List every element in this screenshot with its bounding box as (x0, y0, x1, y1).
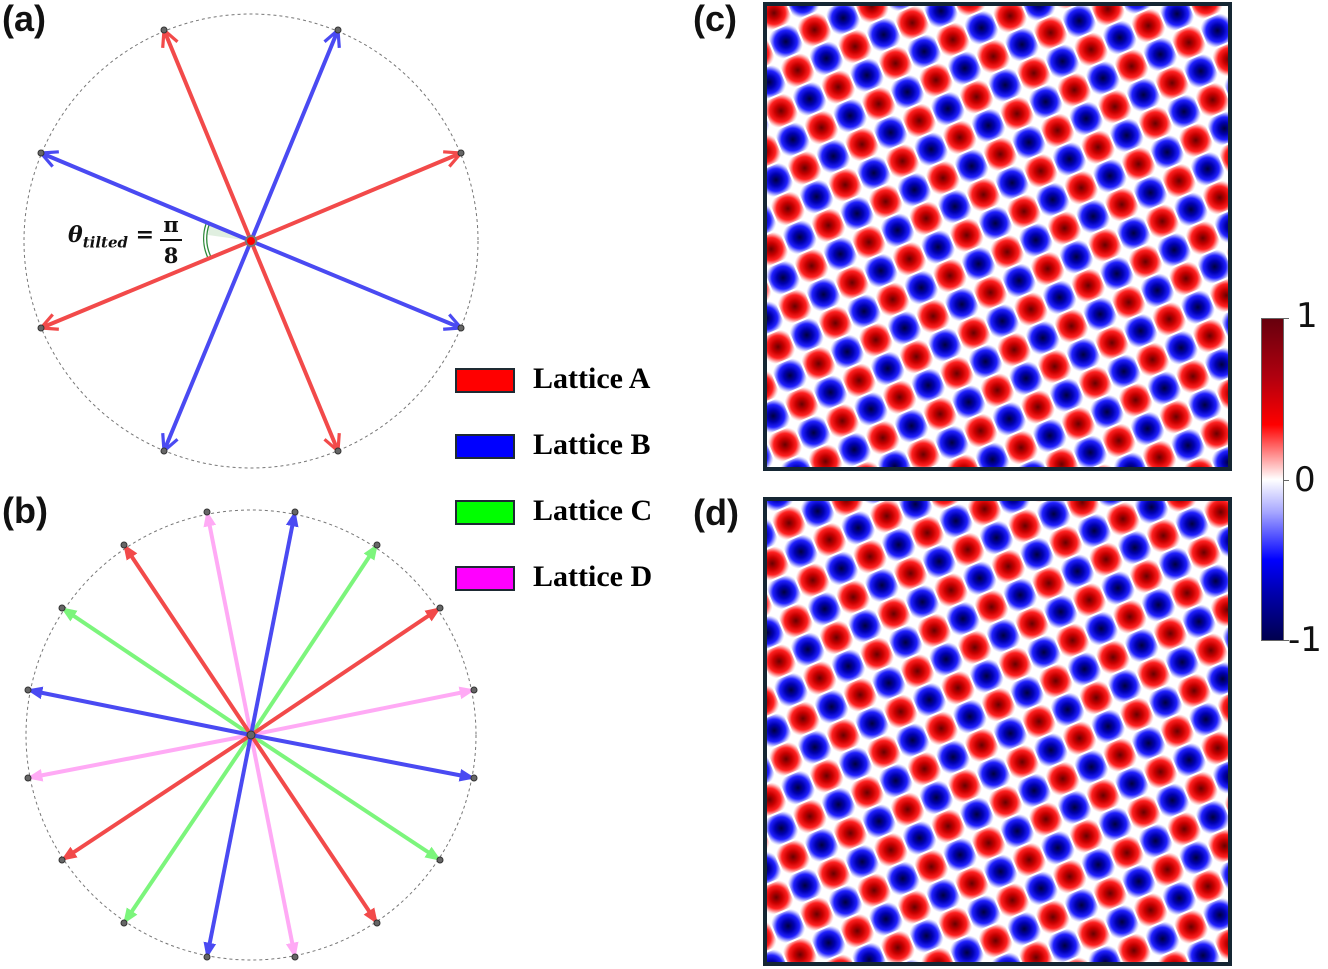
colorbar-tick-max: 1 (1296, 296, 1318, 336)
swatch-lattice-d (455, 566, 515, 591)
lattice-a-vectors (41, 30, 461, 451)
legend-label: Lattice D (533, 560, 653, 593)
swatch-lattice-a (455, 368, 515, 393)
colorbar (1261, 318, 1284, 641)
unit-circle (23, 13, 479, 469)
lattice-b-vectors (41, 30, 461, 451)
panel-label-d: (d) (693, 492, 739, 533)
endpoint-dots (37, 26, 465, 455)
checkerboard-pattern (767, 6, 1228, 467)
panel-label-c: (c) (693, 0, 737, 39)
origin-dot (246, 730, 256, 740)
legend-label: Lattice C (533, 494, 653, 527)
panel-label-a: (a) (2, 0, 46, 39)
legend-label: Lattice B (533, 428, 651, 461)
lattice-c-vectors (60, 543, 442, 925)
endpoint-dots (24, 508, 478, 961)
checkerboard-pattern (767, 501, 1228, 962)
colorbar-tick-mark (1284, 318, 1289, 319)
swatch-lattice-b (455, 434, 515, 459)
legend-label: Lattice A (533, 362, 651, 395)
panel-label-b: (b) (2, 490, 48, 531)
colorbar-tick-mark (1284, 640, 1289, 641)
lattice-b-vectors (26, 510, 476, 959)
theta-symbol: θ (68, 222, 83, 248)
tilt-angle-label: θtilted = (68, 222, 154, 251)
unit-circle (25, 509, 477, 961)
panel-b-diagram (24, 508, 478, 961)
theta-subscript: tilted (82, 233, 128, 252)
fraction-denominator: 8 (163, 243, 179, 268)
field-plot-c (763, 2, 1232, 471)
tilt-angle-fraction: π 8 (160, 212, 182, 268)
fraction-bar (160, 239, 182, 241)
lattice-a-vectors (60, 543, 442, 925)
swatch-lattice-c (455, 500, 515, 525)
vector-diagrams (23, 13, 479, 961)
field-plot-d (763, 497, 1232, 966)
colorbar-tick-mark (1284, 480, 1289, 481)
colorbar-tick-zero: 0 (1294, 460, 1316, 500)
panel-a-diagram (23, 13, 479, 469)
lattice-d-vectors (26, 510, 476, 959)
origin-dot (245, 235, 257, 247)
equals-sign: = (135, 222, 155, 248)
colorbar-tick-min: -1 (1288, 620, 1322, 660)
fraction-numerator: π (163, 212, 179, 237)
